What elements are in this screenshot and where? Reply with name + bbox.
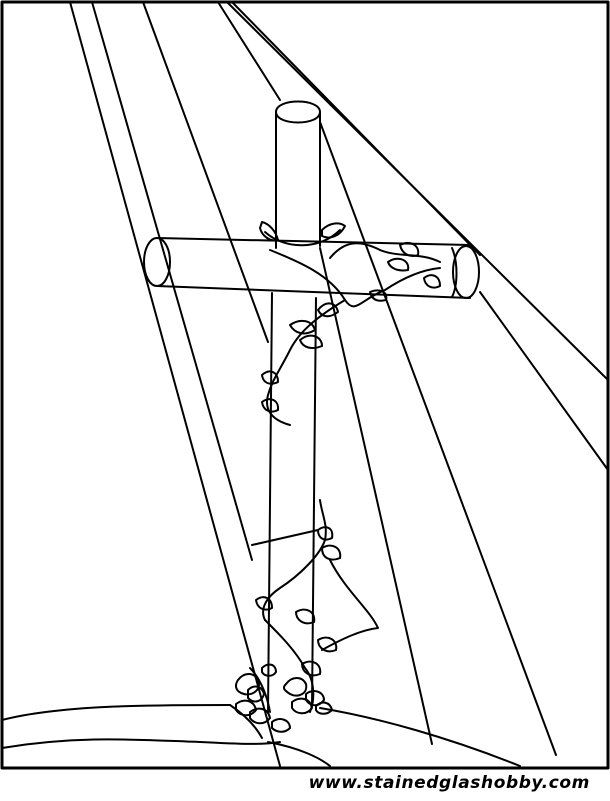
base-flowers (235, 663, 333, 733)
cross-post (251, 100, 321, 713)
cross-bar (143, 237, 480, 299)
ground-hills (1, 704, 521, 767)
vine-leaves (255, 221, 441, 677)
site-url-watermark: www.stainedglashobby.com (308, 773, 590, 793)
light-rays (69, 1, 609, 767)
vine-stems (249, 229, 441, 713)
pattern-border (0, 0, 610, 770)
